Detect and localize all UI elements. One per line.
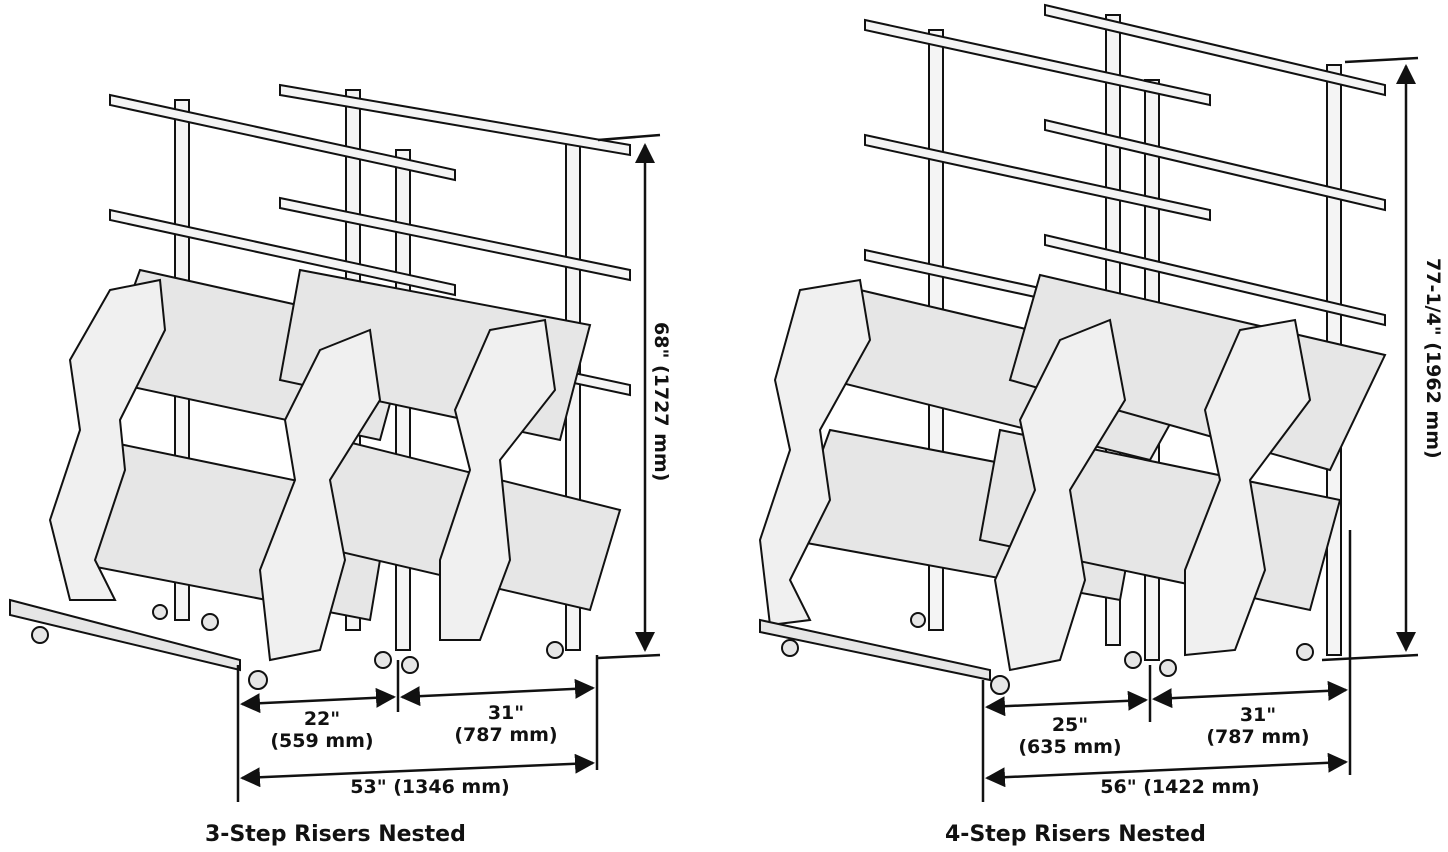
right-riser-illustration	[758, 3, 1387, 695]
right-figure-caption: 4-Step Risers Nested	[945, 822, 1206, 847]
left-dim-b-label: 31" (787 mm)	[446, 702, 566, 746]
right-guard-rails	[864, 3, 1386, 337]
left-dim-b-inches: 31"	[487, 702, 525, 724]
left-base-casters	[9, 598, 564, 690]
right-height-dimension: 77-1/4" (1962 mm)	[1422, 258, 1444, 459]
left-riser-illustration	[9, 83, 631, 690]
left-dim-total-label: 53" (1346 mm)	[350, 776, 510, 798]
right-dimension-lines	[981, 56, 1419, 802]
left-dim-b-mm: (787 mm)	[454, 724, 558, 746]
right-dim-a-inches: 25"	[1051, 714, 1089, 736]
left-side-frames	[48, 278, 557, 662]
right-base-casters	[759, 612, 1314, 695]
left-dim-a-label: 22" (559 mm)	[262, 708, 382, 752]
right-dim-b-inches: 31"	[1239, 704, 1277, 726]
right-dim-b-label: 31" (787 mm)	[1198, 704, 1318, 748]
left-figure-caption: 3-Step Risers Nested	[205, 822, 466, 847]
right-side-frames	[758, 278, 1312, 672]
left-dim-a-inches: 22"	[303, 708, 341, 730]
left-dim-a-mm: (559 mm)	[270, 730, 374, 752]
right-dim-b-mm: (787 mm)	[1206, 726, 1310, 748]
right-dim-a-label: 25" (635 mm)	[1010, 714, 1130, 758]
left-height-dimension: 68" (1727 mm)	[650, 322, 672, 482]
right-dim-a-mm: (635 mm)	[1018, 736, 1122, 758]
right-dim-total-label: 56" (1422 mm)	[1100, 776, 1260, 798]
left-dimension-lines	[236, 133, 661, 802]
